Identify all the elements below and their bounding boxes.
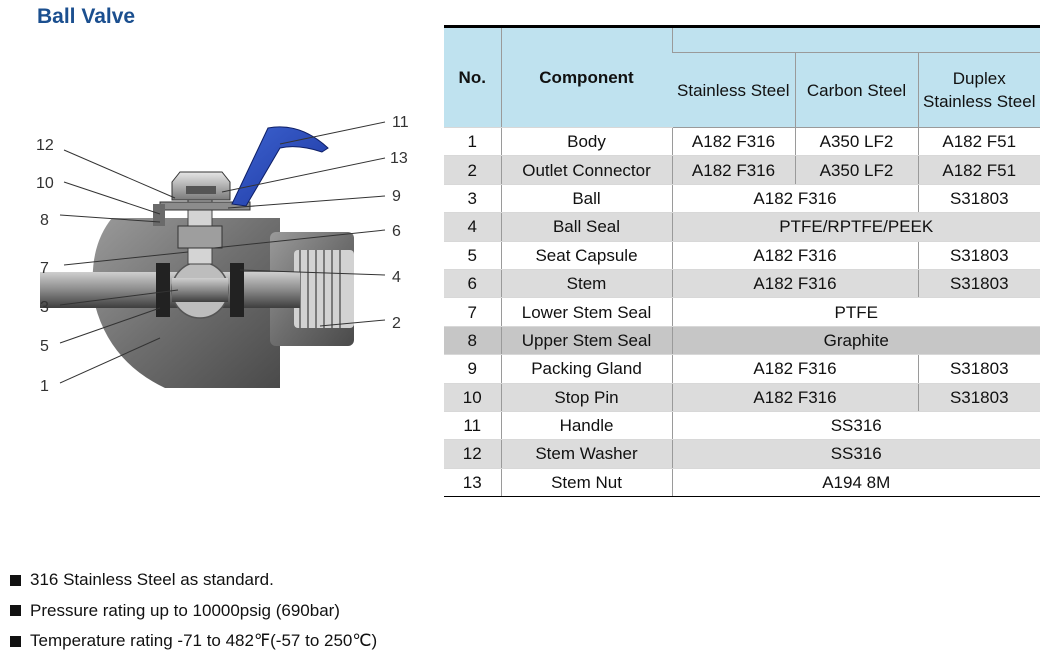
header-carbon-steel: Carbon Steel [794, 52, 918, 128]
header-component: Component [500, 25, 672, 128]
header-stainless-steel: Stainless Steel [672, 52, 795, 128]
note-item: Pressure rating up to 10000psig (690bar) [10, 596, 377, 627]
callout-13: 13 [390, 150, 408, 167]
materials-table: No. Component Stainless Steel Carbon Ste… [444, 25, 1040, 498]
callout-4: 4 [392, 269, 401, 286]
ball-valve-diagram: 12 10 8 7 3 5 1 11 13 9 6 4 2 [36, 114, 409, 395]
callout-12: 12 [36, 137, 54, 154]
stop-pin [153, 204, 165, 226]
callout-5: 5 [40, 338, 49, 355]
callout-9: 9 [392, 188, 401, 205]
note-item: 316 Stainless Steel as standard. [10, 565, 377, 596]
bullet-square-icon [10, 635, 21, 647]
callout-3: 3 [40, 299, 49, 316]
callout-8: 8 [40, 212, 49, 229]
spec-notes: 316 Stainless Steel as standard. Pressur… [10, 565, 377, 657]
callout-7: 7 [40, 260, 49, 277]
handle [231, 126, 329, 207]
header-duplex-stainless-steel: Duplex Stainless Steel [917, 52, 1040, 128]
callout-6: 6 [392, 223, 401, 240]
header-no: No. [444, 25, 501, 128]
bullet-square-icon [10, 605, 21, 617]
callout-10: 10 [36, 175, 54, 192]
header-materials-group [671, 25, 1040, 53]
page-title: Ball Valve [37, 5, 136, 28]
packing-gland [177, 225, 223, 249]
note-item: Temperature rating -71 to 482℉(-57 to 25… [10, 626, 377, 657]
callout-1: 1 [40, 378, 49, 395]
seat-capsule [156, 263, 170, 317]
bullet-square-icon [10, 574, 21, 586]
callout-2: 2 [392, 315, 401, 332]
callout-11: 11 [392, 114, 409, 131]
